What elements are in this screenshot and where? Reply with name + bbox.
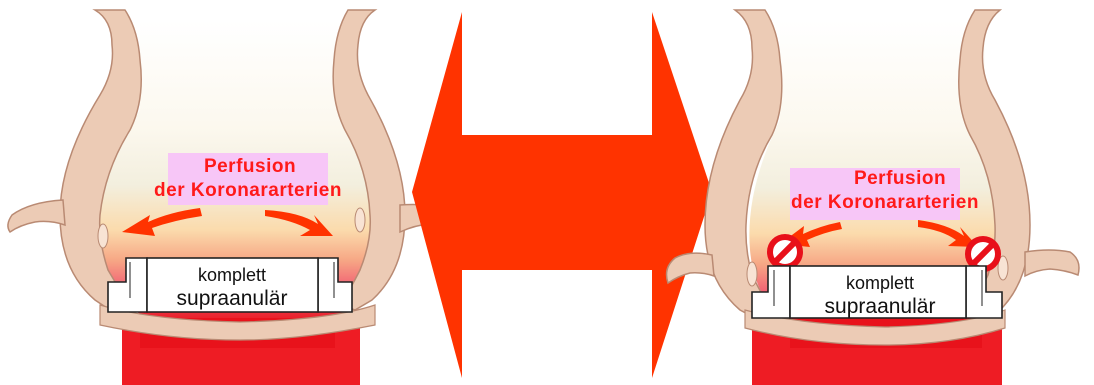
left-coronary-ostium-left (98, 224, 108, 248)
left-coronary-left (8, 200, 65, 232)
right-valve-label-line2: supraanulär (825, 295, 936, 318)
right-coronary-right (1025, 250, 1079, 276)
right-valve-label-line1: komplett (846, 273, 914, 293)
double-arrow-icon (412, 12, 712, 378)
right-panel: Perfusion der Koronararterien komplett s… (667, 10, 1079, 385)
left-valve-label-line1: komplett (198, 265, 266, 285)
no-entry-icon (968, 239, 998, 269)
right-perfusion-label-line2: der Koronararterien (791, 192, 979, 213)
left-coronary-ostium-right (355, 208, 365, 232)
left-valve-label-line2: supraanulär (177, 287, 288, 310)
left-panel: Perfusion der Koronararterien komplett s… (8, 10, 457, 385)
no-entry-icon (770, 237, 800, 267)
right-coronary-ostium-left (747, 262, 757, 286)
left-perfusion-label-line1: Perfusion (204, 156, 296, 177)
left-perfusion-label-line2: der Koronararterien (154, 180, 342, 201)
right-perfusion-label-line1: Perfusion (854, 168, 946, 189)
